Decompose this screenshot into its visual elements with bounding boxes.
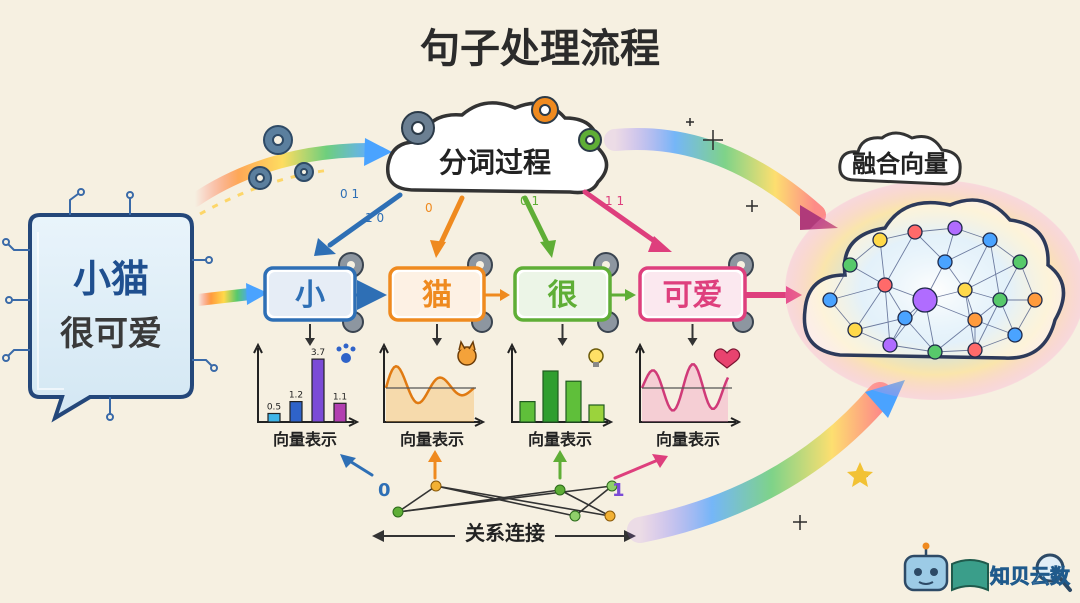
fusion-cloud: 融合向量 [785, 131, 1080, 400]
book-icon [951, 559, 989, 592]
paw-icon [336, 343, 356, 363]
bar-value-label: 0.5 [267, 403, 281, 413]
svg-text:1 0: 1 0 [365, 211, 384, 225]
vector-chart-4 [635, 342, 742, 427]
token-box-1: 小 [263, 252, 364, 346]
heart-icon [713, 348, 741, 369]
svg-text:0 1: 0 1 [340, 187, 359, 201]
bar-value-label: 1.1 [333, 392, 347, 402]
bar [588, 404, 605, 423]
network-node [1012, 254, 1028, 270]
token-text-3: 很 [548, 278, 578, 313]
network-node [1027, 292, 1043, 308]
vector-label-1: 向量表示 [273, 430, 337, 449]
vector-charts: 0.5 1.2 3.7 1.1 [253, 340, 742, 427]
cat-icon [457, 340, 477, 366]
bar-value-label: 1.2 [289, 391, 303, 401]
vector-chart-2 [379, 340, 486, 427]
input-text-line1: 小猫 [73, 257, 149, 301]
vector-chart-1: 0.5 1.2 3.7 1.1 [253, 342, 360, 427]
vector-label-3: 向量表示 [528, 430, 592, 449]
bar [267, 412, 281, 423]
rainbow-arrow-to-tokenizer [188, 138, 392, 216]
network-node [957, 282, 973, 298]
vector-label-2: 向量表示 [400, 430, 464, 449]
network-node [897, 310, 913, 326]
network-node [822, 292, 838, 308]
token-text-4: 可爱 [663, 278, 723, 313]
tokenizer-arrowheads [314, 236, 672, 258]
vector-chart-3 [507, 342, 614, 427]
fusion-label: 融合向量 [852, 150, 948, 178]
svg-text:0 1: 0 1 [520, 194, 539, 208]
bar [333, 402, 347, 423]
token-text-1: 小 [295, 278, 325, 313]
svg-text:0: 0 [425, 201, 433, 215]
gear-icon-cluster-left [248, 125, 314, 190]
network-node [947, 220, 963, 236]
brand-logo: 知贝云数 [903, 542, 1072, 592]
rainbow-arrow-to-fusion-top [604, 127, 838, 230]
network-node [937, 254, 953, 270]
gear-icon-tokenizer [401, 96, 602, 152]
tokenizer-to-token-arrows [327, 189, 663, 248]
network-node [882, 337, 898, 353]
bar-value-label: 3.7 [311, 348, 325, 358]
binary-mark-right: 1 [612, 480, 625, 501]
bar [565, 380, 582, 423]
lightbulb-icon [588, 348, 604, 367]
bar [289, 401, 303, 423]
network-node [872, 232, 888, 248]
binary-mark-left: 0 [378, 480, 391, 501]
brand-name: 知贝云数 [990, 564, 1071, 588]
network-node [982, 232, 998, 248]
token-box-row: 小 猫 很 可爱 [263, 252, 754, 346]
token-box-4: 可爱 [638, 252, 754, 346]
network-node [842, 257, 858, 273]
vector-label-row: 向量表示 向量表示 向量表示 向量表示 [273, 430, 720, 449]
token-sequence-arrows [355, 280, 802, 310]
network-node [1007, 327, 1023, 343]
circuit-lines [2, 188, 218, 421]
token-box-2: 猫 [388, 252, 493, 346]
network-node [967, 312, 983, 328]
bar [519, 401, 536, 423]
page-title: 句子处理流程 [420, 26, 660, 72]
network-node [912, 287, 938, 313]
input-text-line2: 很可爱 [60, 314, 162, 354]
tokenizer-label: 分词过程 [439, 146, 551, 179]
fusion-network [822, 220, 1043, 360]
svg-text:1 1: 1 1 [605, 194, 624, 208]
star-decoration [847, 462, 873, 487]
robot-icon [903, 542, 949, 592]
network-node [907, 224, 923, 240]
vector-label-4: 向量表示 [656, 430, 720, 449]
network-node [992, 292, 1008, 308]
tokenizer-cloud: 分词过程 [386, 96, 609, 195]
network-node [967, 342, 983, 358]
bar [542, 370, 559, 423]
binary-digit-decor: 0 1 1 0 0 0 1 1 1 [340, 187, 624, 225]
rainbow-arrow-to-tokens [192, 283, 268, 306]
relation-network: 关系连接 0 1 [340, 450, 668, 548]
network-node [877, 277, 893, 293]
token-text-2: 猫 [422, 278, 452, 313]
relation-label: 关系连接 [465, 521, 545, 545]
bar [311, 358, 325, 423]
input-speech-bubble: 小猫 很可爱 [2, 188, 218, 423]
magnifier-icon [1035, 553, 1072, 592]
network-node [847, 322, 863, 338]
network-node [927, 344, 943, 360]
token-box-3: 很 [513, 252, 619, 346]
